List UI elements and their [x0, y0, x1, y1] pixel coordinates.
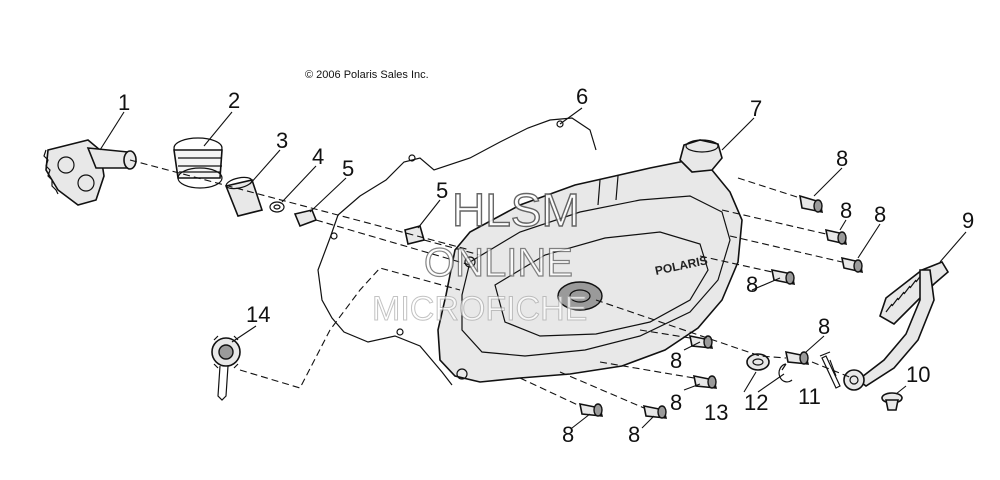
callout-9: 9	[962, 208, 974, 233]
leader-line	[641, 415, 655, 429]
copyright-text: © 2006 Polaris Sales Inc.	[305, 69, 429, 81]
callout-14: 14	[246, 302, 270, 327]
bolt-part-8	[784, 350, 810, 365]
watermark-line-2: ONLINE	[424, 241, 573, 285]
leader-line	[805, 335, 825, 353]
spring-part-2	[173, 137, 223, 189]
circlip-part-12	[778, 363, 793, 383]
bolt-part-8	[642, 404, 668, 419]
callout-12: 12	[744, 390, 768, 415]
watermark-line-1: HLSM	[452, 184, 580, 236]
alignment-line	[639, 329, 691, 339]
leader-line	[857, 223, 881, 259]
leader-line	[683, 383, 701, 391]
callout-8: 8	[746, 272, 758, 297]
washer-part-4	[269, 201, 285, 213]
callout-1: 1	[118, 90, 130, 115]
alignment-line	[315, 219, 471, 266]
leader-line	[839, 219, 847, 231]
watermark: HLSM ONLINE MICROFICHE	[372, 183, 588, 328]
callout-8: 8	[670, 348, 682, 373]
callout-8: 8	[836, 146, 848, 171]
cover-boss	[557, 281, 603, 311]
leader-line	[249, 149, 281, 185]
alignment-line	[239, 267, 461, 389]
kick-lever-part-9	[843, 261, 950, 391]
callout-11: 11	[798, 384, 821, 409]
gasket-hole	[556, 120, 564, 128]
alignment-line	[811, 361, 853, 379]
oil-pump-part-14	[211, 335, 241, 401]
leader-line	[743, 371, 757, 393]
leader-line	[99, 111, 125, 151]
callout-8: 8	[670, 390, 682, 415]
gasket-hole	[396, 328, 404, 336]
leader-line	[281, 165, 317, 203]
alignment-line	[519, 377, 581, 407]
leader-line	[417, 199, 441, 229]
alignment-line	[599, 361, 695, 379]
callout-3: 3	[276, 128, 288, 153]
alignment-line	[559, 371, 645, 409]
gasket-hole	[408, 154, 416, 162]
bolt-part-8	[578, 402, 604, 417]
alignment-line	[129, 159, 471, 251]
bolt-part-8	[840, 256, 864, 274]
callout-8: 8	[628, 422, 640, 447]
watermark-line-3: MICROFICHE	[372, 290, 587, 328]
leader-line	[813, 167, 843, 197]
leader-line	[203, 111, 233, 147]
clutch-cover: POLARIS	[437, 139, 743, 383]
bolt-part-8	[798, 194, 824, 214]
dowel-part-5	[293, 209, 318, 228]
leader-line	[683, 341, 701, 351]
alignment-line	[729, 235, 843, 263]
bolt-part-8	[692, 374, 718, 389]
leader-line	[757, 373, 785, 393]
kick-gear-part-1	[43, 139, 137, 206]
alignment-line	[595, 299, 787, 359]
leader-line	[571, 413, 591, 429]
pin-part-11	[819, 351, 841, 389]
callout-8: 8	[874, 202, 886, 227]
bushing-part-3	[224, 176, 264, 217]
bolt-part-8	[688, 334, 714, 349]
alignment-line	[423, 239, 481, 256]
cap-part-10	[881, 392, 903, 411]
callout-13: 13	[704, 400, 728, 425]
leader-line	[721, 117, 755, 151]
leader-line	[939, 231, 967, 263]
callout-8: 8	[562, 422, 574, 447]
callout-2: 2	[228, 88, 240, 113]
leader-line	[231, 325, 257, 343]
leader-line	[309, 177, 347, 213]
bolt-part-8	[770, 268, 796, 286]
alignment-line	[721, 209, 827, 235]
callout-4: 4	[312, 144, 324, 169]
callout-5: 5	[436, 178, 448, 203]
alignment-line	[737, 177, 801, 199]
leader-line	[829, 359, 837, 377]
callout-7: 7	[750, 96, 762, 121]
leader-line	[559, 107, 583, 125]
dowel-part-5	[404, 225, 425, 245]
callout-8: 8	[818, 314, 830, 339]
callout-5: 5	[342, 156, 354, 181]
callout-6: 6	[576, 84, 588, 109]
washer-part-13	[746, 353, 770, 371]
callout-8: 8	[840, 198, 852, 223]
bolt-part-8	[824, 228, 848, 246]
alignment-line	[699, 255, 773, 273]
gasket-hole	[330, 232, 338, 240]
callout-10: 10	[906, 362, 930, 387]
leader-line	[895, 385, 907, 395]
leader-line	[751, 277, 781, 291]
